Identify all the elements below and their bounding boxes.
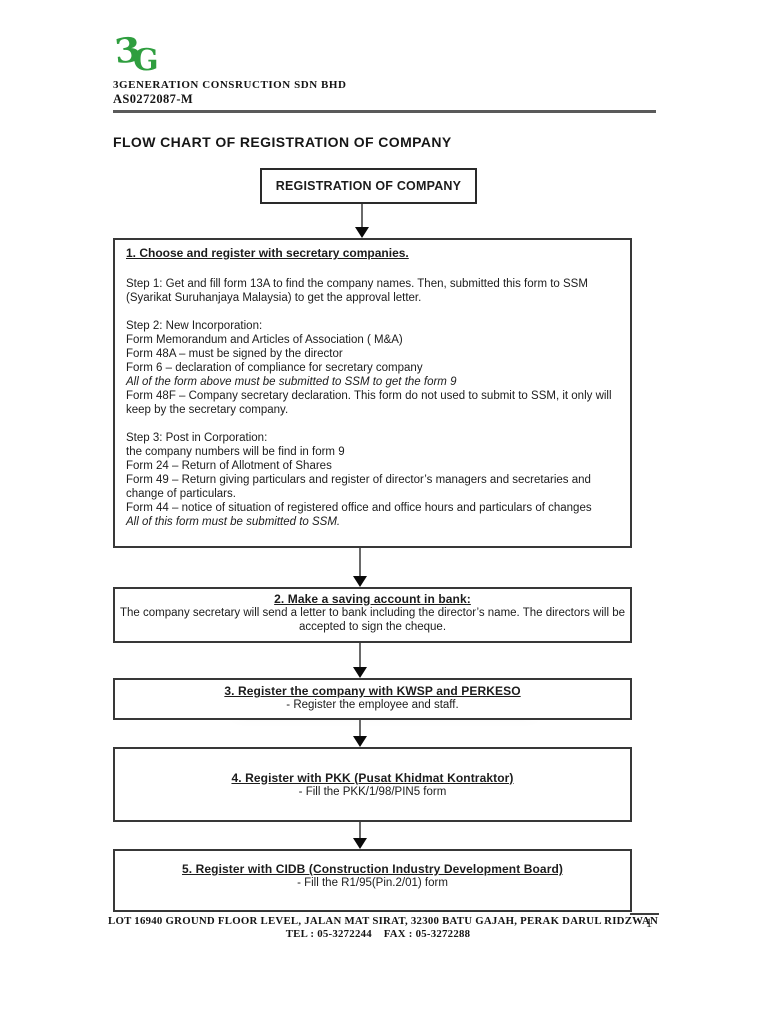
flow-start-box: REGISTRATION OF COMPANY [260, 168, 477, 204]
flow-arrow-5 [353, 822, 367, 849]
flow-arrow-3 [353, 643, 367, 678]
flow-step4-box: 4. Register with PKK (Pusat Khidmat Kont… [113, 747, 632, 822]
step3-body: - Register the employee and staff. [286, 699, 459, 711]
arrow-head-icon [353, 576, 367, 587]
arrow-line [359, 548, 361, 576]
step4-heading: 4. Register with PKK (Pusat Khidmat Kont… [231, 770, 514, 785]
flow-arrow-1 [355, 204, 369, 238]
flow-step3-box: 3. Register the company with KWSP and PE… [113, 678, 632, 720]
footer-contact: TEL : 05-3272244 FAX : 05-3272288 [285, 928, 471, 940]
step5-body: - Fill the R1/95(Pin.2/01) form [297, 877, 448, 889]
step2-heading: 2. Make a saving account in bank: [274, 592, 471, 606]
flow-step2-box: 2. Make a saving account in bank: The co… [113, 587, 632, 643]
step4-body: - Fill the PKK/1/98/PIN5 form [298, 785, 447, 798]
step1-lines: Step 1: Get and fill form 13A to find th… [126, 277, 619, 529]
arrow-head-icon [353, 838, 367, 849]
flow-arrow-4 [353, 720, 367, 747]
step1-line [126, 305, 619, 319]
step1-line: Form 6 – declaration of compliance for s… [126, 362, 423, 374]
page-title: FLOW CHART OF REGISTRATION OF COMPANY [113, 134, 452, 150]
page-number: 1 [645, 916, 653, 930]
step1-line: Form 24 – Return of Allotment of Shares [126, 460, 332, 472]
step3-heading: 3. Register the company with KWSP and PE… [224, 684, 521, 698]
arrow-line [359, 822, 361, 838]
step1-line: Step 3: Post in Corporation: [126, 432, 268, 444]
step2-body: The company secretary will send a letter… [120, 607, 625, 633]
step1-line: Form 49 – Return giving particulars and … [126, 474, 591, 500]
header-divider [113, 110, 656, 113]
step1-line: Step 1: Get and fill form 13A to find th… [126, 278, 588, 304]
arrow-head-icon [355, 227, 369, 238]
flow-step1-box: 1. Choose and register with secretary co… [113, 238, 632, 548]
footer-address: LOT 16940 GROUND FLOOR LEVEL, JALAN MAT … [108, 915, 659, 927]
step1-line: All of this form must be submitted to SS… [126, 516, 341, 528]
step1-line: the company numbers will be find in form… [126, 446, 345, 458]
flow-arrow-2 [353, 548, 367, 587]
step5-heading: 5. Register with CIDB (Construction Indu… [181, 862, 563, 876]
step1-heading: 1. Choose and register with secretary co… [126, 246, 409, 260]
arrow-line [361, 204, 363, 227]
arrow-line [359, 720, 361, 736]
step1-line: Form 48F – Company secretary declaration… [126, 390, 612, 416]
step1-line: Form 48A – must be signed by the directo… [126, 348, 343, 360]
page-number-rule [630, 913, 659, 915]
step1-line: Form 44 – notice of situation of registe… [126, 502, 592, 514]
arrow-line [359, 643, 361, 667]
step1-line: All of the form above must be submitted … [126, 376, 457, 388]
company-logo: 3 G [113, 30, 176, 84]
arrow-head-icon [353, 736, 367, 747]
company-registration-number: AS0272087-M [113, 92, 194, 106]
logo-g-glyph: G [133, 43, 159, 78]
step1-line [126, 417, 619, 431]
step1-line: Step 2: New Incorporation: [126, 320, 263, 332]
step1-line: Form Memorandum and Articles of Associat… [126, 334, 403, 346]
flow-start-label: REGISTRATION OF COMPANY [275, 179, 462, 193]
flow-step5-box: 5. Register with CIDB (Construction Indu… [113, 849, 632, 912]
arrow-head-icon [353, 667, 367, 678]
footer: LOT 16940 GROUND FLOOR LEVEL, JALAN MAT … [108, 915, 659, 940]
company-name: 3GENERATION CONSRUCTION SDN BHD [113, 79, 347, 91]
